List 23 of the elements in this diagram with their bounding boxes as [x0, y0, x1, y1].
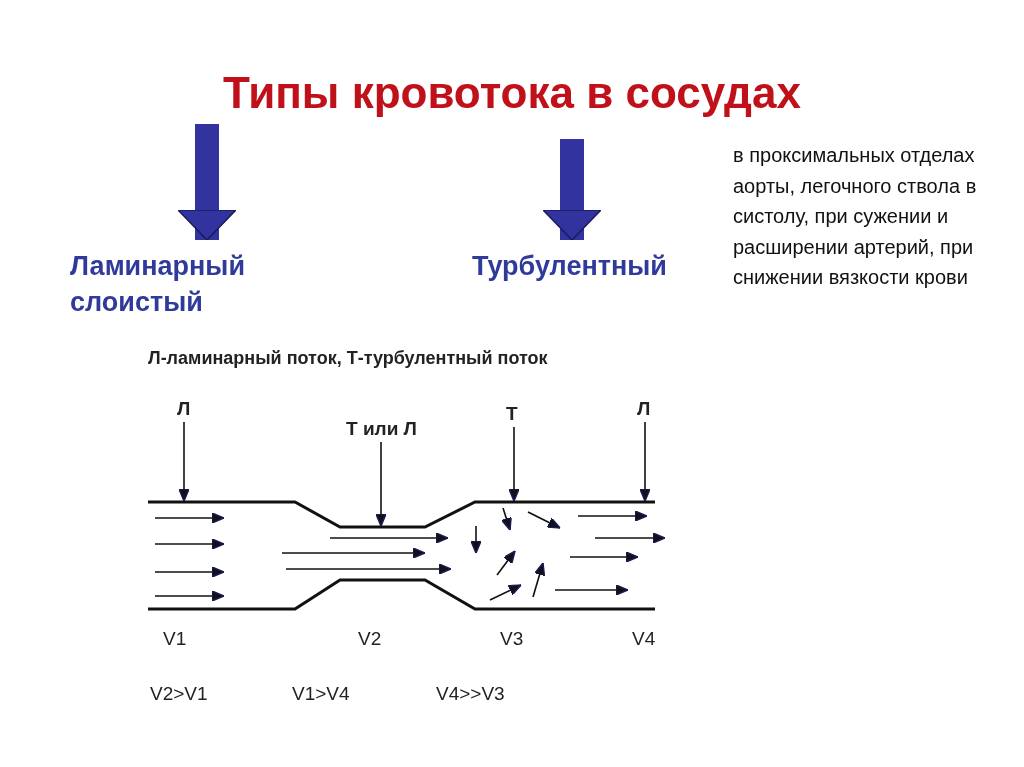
comparison-label: V2>V1 — [150, 683, 208, 705]
arrow — [542, 139, 602, 241]
velocity-label: V1 — [163, 628, 187, 650]
arrow — [177, 124, 237, 241]
velocity-label: V4 — [632, 628, 656, 650]
comparison-label: V4>>V3 — [436, 683, 505, 705]
flow-marker-label: Т или Л — [346, 418, 417, 440]
leader-line — [508, 426, 520, 502]
velocity-label: V2 — [358, 628, 382, 650]
title: Типы кровотока в сосудах — [222, 68, 802, 118]
leader-line — [639, 421, 651, 502]
leader-line — [375, 441, 387, 527]
vessel-drawing — [148, 500, 666, 611]
leader-line — [178, 421, 190, 502]
velocity-label: V3 — [500, 628, 524, 650]
note-text: в проксимальных отделах аорты, легочного ствола в систолу, при сужении и расширении артерий, при снижении вязкости крови — [733, 143, 978, 290]
flow-type-label: Ламинарный слоистый — [70, 248, 310, 320]
comparison-label: V1>V4 — [292, 683, 350, 705]
flow-marker-label: Л — [637, 398, 651, 420]
diagram-caption: Л-ламинарный поток, Т-турбулентный поток — [148, 348, 548, 369]
flow-type-label: Турбулентный — [472, 248, 722, 284]
flow-marker-label: Л — [177, 398, 191, 420]
flow-marker-label: Т — [506, 403, 518, 425]
